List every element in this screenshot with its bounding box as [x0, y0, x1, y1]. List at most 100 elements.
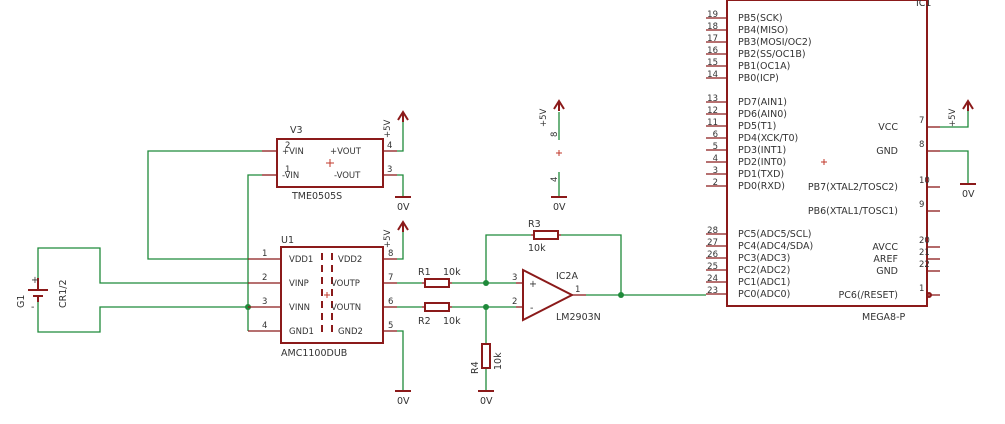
- mcu-pin-number: 26: [707, 250, 718, 260]
- mcu-pin-label: PD3(INT1): [738, 145, 786, 156]
- wire-net: [37, 110, 969, 390]
- dcdc-pin-vin-minus: -VIN: [282, 171, 299, 181]
- mcu-pin-number: 19: [707, 10, 718, 20]
- opamp-power-pin-bottom: 4: [550, 177, 560, 182]
- plus-5v-label: +5V: [383, 229, 393, 248]
- iso-amp-pin-number: 4: [262, 321, 267, 331]
- mcu-pin-number: 25: [707, 262, 718, 272]
- mcu-pin-number: 13: [707, 94, 718, 104]
- mcu-pin-label: PD2(INT0): [738, 157, 786, 168]
- mcu-pin-number: 9: [919, 200, 924, 210]
- opamp-power-unit[interactable]: 8 4: [550, 132, 562, 182]
- mcu-pin-number: 2: [713, 178, 718, 188]
- reset-inverter-bubble: [926, 292, 932, 298]
- dcdc-pin-vin-plus: +VIN: [282, 147, 304, 157]
- battery-ref: G1: [16, 295, 27, 308]
- mcu-pin-label: PC1(ADC1): [738, 277, 790, 288]
- iso-amp-ref: U1: [281, 235, 294, 246]
- mcu-pin-label: AREF: [873, 254, 898, 265]
- plus-5v-label: +5V: [539, 108, 549, 127]
- mcu-pin-label: PB3(MOSI/OC2): [738, 37, 812, 48]
- ground-label: 0V: [962, 189, 975, 200]
- mcu-pin-label: PC4(ADC4/SDA): [738, 241, 813, 252]
- mcu-pin-number: 8: [919, 140, 924, 150]
- dcdc-converter-v3[interactable]: V3 TME0505S +VIN +VOUT -VIN -VOUT 2 1 4 …: [262, 125, 397, 202]
- battery-minus-sign: -: [31, 302, 34, 313]
- iso-amp-pin-number: 5: [388, 321, 393, 331]
- iso-amp-pin-label: VDD1: [289, 255, 313, 265]
- ground-label: 0V: [480, 396, 493, 407]
- mcu-pin-number: 14: [707, 70, 718, 80]
- opamp-part: LM2903N: [556, 312, 601, 323]
- battery-g1[interactable]: + - G1 CR1/2: [16, 275, 69, 313]
- resistor-r4-ref: R4: [470, 361, 481, 374]
- isolation-amplifier-u1[interactable]: U1 AMC1100DUB VDD1 VINP VINN GND1 VDD2 V…: [248, 235, 397, 359]
- iso-amp-pin-label: GND1: [289, 327, 314, 337]
- mcu-pin-number: 3: [713, 166, 718, 176]
- opamp-power-pin-top: 8: [550, 132, 560, 137]
- mcu-pin-number: 11: [707, 118, 718, 128]
- iso-amp-pin-number: 3: [262, 297, 267, 307]
- junction-dot: [483, 304, 489, 310]
- plus-5v-symbol: +5V: [383, 110, 409, 138]
- iso-amp-pin-label: VINP: [289, 279, 309, 289]
- mcu-pin-label: PD6(AIN0): [738, 109, 787, 120]
- iso-amp-pin-number: 1: [262, 249, 267, 259]
- mcu-pin-label: PD1(TXD): [738, 169, 784, 180]
- resistor-r2-ref: R2: [418, 316, 431, 327]
- opamp-pin-number: 2: [512, 297, 517, 307]
- iso-amp-pin-label: VINN: [289, 303, 310, 313]
- plus-5v-symbol: +5V: [948, 99, 974, 127]
- dcdc-pin-number: 4: [387, 141, 392, 151]
- opamp-ic2a[interactable]: + - 3 2 1 IC2A LM2903N: [512, 268, 601, 323]
- ground-label: 0V: [397, 202, 410, 213]
- battery-plus-sign: +: [31, 275, 39, 286]
- iso-amp-pin-number: 7: [388, 273, 393, 283]
- mcu-pin-number: 7: [919, 116, 924, 126]
- battery-value: CR1/2: [58, 279, 69, 308]
- mcu-pin-label: PC2(ADC2): [738, 265, 790, 276]
- mcu-pin-label: PB7(XTAL2/TOSC2): [808, 182, 898, 193]
- ground-symbol: 0V: [395, 196, 411, 213]
- dcdc-pin-vout-minus: -VOUT: [334, 171, 361, 181]
- mcu-right-pins: 7VCC8GND10PB7(XTAL2/TOSC2)9PB6(XTAL1/TOS…: [808, 116, 940, 301]
- mcu-pin-label: PC0(ADC0): [738, 289, 790, 300]
- mcu-pin-label: PB6(XTAL1/TOSC1): [808, 206, 898, 217]
- resistor-r4-value: 10k: [493, 352, 504, 370]
- mcu-pin-number: 21: [919, 248, 930, 258]
- mcu-pin-label: PD0(RXD): [738, 181, 785, 192]
- plus-5v-symbol: +5V: [383, 220, 409, 248]
- dcdc-part: TME0505S: [291, 191, 342, 202]
- mcu-pin-number: 17: [707, 34, 718, 44]
- plus-5v-symbol: +5V: [539, 99, 565, 127]
- dcdc-pin-number: 3: [387, 165, 392, 175]
- opamp-pin-number: 3: [512, 273, 517, 283]
- plus-5v-label: +5V: [948, 108, 958, 127]
- resistor-r1[interactable]: R1 10k: [418, 267, 461, 288]
- mcu-pin-label: PD4(XCK/T0): [738, 133, 798, 144]
- mcu-pin-number: 23: [707, 286, 718, 296]
- resistor-r4[interactable]: R4 10k: [470, 343, 504, 374]
- resistor-r3-value: 10k: [528, 243, 546, 254]
- resistor-r2[interactable]: R2 10k: [418, 302, 461, 327]
- dcdc-pin-vout-plus: +VOUT: [330, 147, 362, 157]
- ground-symbol: 0V: [960, 183, 976, 200]
- mcu-pin-number: 12: [707, 106, 718, 116]
- junction-dot: [483, 280, 489, 286]
- ground-symbol: 0V: [395, 390, 411, 407]
- mcu-pin-label: PB5(SCK): [738, 13, 783, 24]
- mcu-pin-label: PC5(ADC5/SCL): [738, 229, 811, 240]
- mcu-pin-label: PC3(ADC3): [738, 253, 790, 264]
- resistor-r3[interactable]: R3 10k: [528, 219, 561, 254]
- dcdc-pin-number: 2: [285, 141, 290, 151]
- mcu-pin-number: 20: [919, 236, 930, 246]
- mcu-pin-label: AVCC: [872, 242, 898, 253]
- mcu-pin-number: 10: [919, 176, 930, 186]
- opamp-plus-sign: +: [529, 279, 537, 290]
- resistor-r1-ref: R1: [418, 267, 431, 278]
- iso-amp-pin-label: VOUTP: [331, 279, 360, 289]
